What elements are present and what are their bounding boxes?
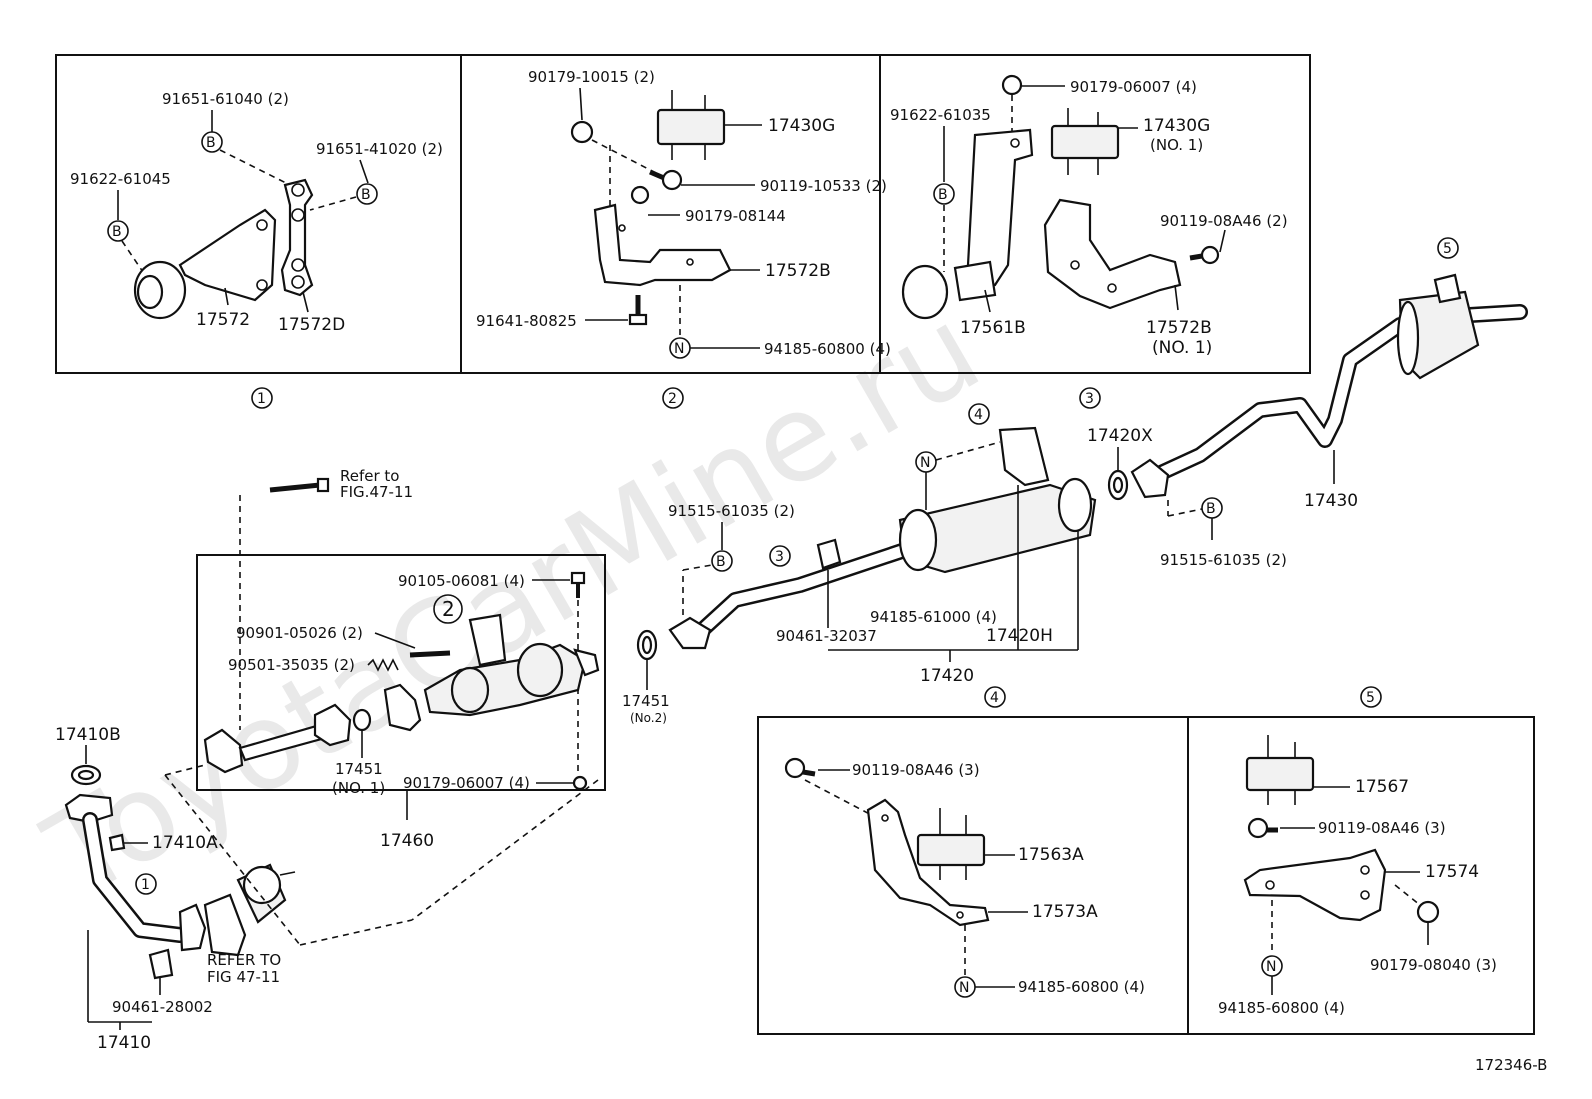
svg-text:2: 2 bbox=[668, 391, 677, 407]
svg-text:5: 5 bbox=[1366, 690, 1375, 706]
callout-b: B bbox=[716, 554, 726, 570]
mount-17563a bbox=[916, 833, 986, 867]
bracket-17573a bbox=[866, 798, 990, 927]
label-90179-08040: 90179-08040 (3) bbox=[1370, 956, 1497, 974]
label-90179-10015: 90179-10015 (2) bbox=[528, 68, 655, 86]
bracket-17572 bbox=[178, 208, 277, 302]
callout-n: N bbox=[1266, 959, 1276, 975]
callout-n: N bbox=[920, 455, 930, 471]
svg-text:3: 3 bbox=[775, 549, 784, 565]
mount-17430g bbox=[656, 108, 726, 146]
label-94185-60800-p4: 94185-60800 (4) bbox=[1018, 978, 1145, 996]
label-90179-06007-main: 90179-06007 (4) bbox=[403, 774, 530, 792]
label-90119-08a46-p3: 90119-08A46 (2) bbox=[1160, 212, 1288, 230]
callout-n: N bbox=[674, 341, 684, 357]
callout-circled-2: 2 bbox=[442, 597, 455, 621]
label-90461-32037: 90461-32037 bbox=[776, 627, 877, 645]
label-17420h: 17420H bbox=[986, 626, 1053, 646]
label-90501-35035: 90501-35035 (2) bbox=[228, 656, 355, 674]
main-assembly: Refer to FIG.47-11 90105-06081 (4) 2 909… bbox=[55, 237, 1528, 1053]
hanger-17420h bbox=[998, 426, 1050, 487]
svg-text:4: 4 bbox=[990, 690, 999, 706]
label-17572: 17572 bbox=[196, 310, 250, 330]
callout-n: N bbox=[959, 980, 969, 996]
label-fig-caps: FIG 47-11 bbox=[207, 968, 280, 986]
bracket-17572b-no1 bbox=[1043, 198, 1182, 310]
label-90119-08a46-p5: 90119-08A46 (3) bbox=[1318, 819, 1446, 837]
label-17410a: 17410A bbox=[152, 833, 218, 853]
label-17430g: 17430G bbox=[768, 116, 835, 136]
panel-3: 90179-06007 (4) 91622-61035 B 17561B 174… bbox=[890, 74, 1288, 358]
label-17451-no1: 17451 bbox=[335, 760, 383, 778]
label-90119-10533: 90119-10533 (2) bbox=[760, 177, 887, 195]
label-refer-caps: REFER TO bbox=[207, 951, 281, 969]
label-90461-28002: 90461-28002 bbox=[112, 998, 213, 1016]
label-91515-61035-b: 91515-61035 (2) bbox=[1160, 551, 1287, 569]
label-17451-no2: 17451 bbox=[622, 692, 670, 710]
label-17567: 17567 bbox=[1355, 777, 1409, 797]
label-91651-61040: 91651-61040 (2) bbox=[162, 90, 289, 108]
label-94185-60800: 94185-60800 (4) bbox=[764, 340, 891, 358]
bottom-panels: 4 5 bbox=[757, 686, 1535, 1035]
label-90901-05026: 90901-05026 (2) bbox=[236, 624, 363, 642]
label-17410b: 17410B bbox=[55, 725, 121, 745]
panel-4: 90119-08A46 (3) 17563A 17573A N 94185-60… bbox=[784, 757, 1145, 998]
label-17420x: 17420X bbox=[1087, 426, 1153, 446]
label-17430g-no1: 17430G bbox=[1143, 116, 1210, 136]
callout-b: B bbox=[206, 135, 216, 151]
top-panels bbox=[55, 54, 1311, 374]
callout-b: B bbox=[361, 187, 371, 203]
label-94185-61000: 94185-61000 (4) bbox=[870, 608, 997, 626]
label-91515-61035-a: 91515-61035 (2) bbox=[668, 502, 795, 520]
svg-text:1: 1 bbox=[257, 391, 266, 407]
panel-2: 90179-10015 (2) 17430G 90119-10533 (2) 9… bbox=[476, 68, 891, 359]
label-91622-61035: 91622-61035 bbox=[890, 106, 991, 124]
label-17410: 17410 bbox=[97, 1033, 151, 1053]
label-17563a: 17563A bbox=[1018, 845, 1084, 865]
callout-b: B bbox=[938, 187, 948, 203]
panel-5: 17567 90119-08A46 (3) 17574 90179-08040 … bbox=[1218, 735, 1497, 1017]
label-90105-06081: 90105-06081 (4) bbox=[398, 572, 525, 590]
label-17451-no1-sub: (NO. 1) bbox=[332, 779, 385, 797]
watermark: ToyotaCarMine.ru bbox=[24, 281, 1002, 926]
label-17572d: 17572D bbox=[278, 315, 345, 335]
label-90119-08a46-p4: 90119-08A46 (3) bbox=[852, 761, 980, 779]
label-90179-08144: 90179-08144 bbox=[685, 207, 786, 225]
svg-text:1: 1 bbox=[141, 877, 150, 893]
label-no1-a: (NO. 1) bbox=[1150, 136, 1203, 154]
label-17430: 17430 bbox=[1304, 491, 1358, 511]
label-91651-41020: 91651-41020 (2) bbox=[316, 140, 443, 158]
svg-text:3: 3 bbox=[1085, 391, 1094, 407]
label-90179-06007-top: 90179-06007 (4) bbox=[1070, 78, 1197, 96]
panel-refs: 1 2 3 bbox=[251, 387, 1101, 409]
panel-1: 91651-61040 (2) B 91651-41020 (2) B 9162… bbox=[70, 90, 443, 335]
label-94185-60800-p5: 94185-60800 (4) bbox=[1218, 999, 1345, 1017]
mount-17567 bbox=[1245, 756, 1315, 792]
label-17572b: 17572B bbox=[765, 261, 831, 281]
label-17574: 17574 bbox=[1425, 862, 1479, 882]
callout-b: B bbox=[112, 224, 122, 240]
figure-code: 172346-B bbox=[1475, 1056, 1547, 1074]
flange-17460 bbox=[383, 683, 422, 732]
label-17573a: 17573A bbox=[1032, 902, 1098, 922]
mount-17430g-no1 bbox=[1050, 124, 1120, 160]
svg-text:5: 5 bbox=[1443, 241, 1452, 257]
bracket-17574 bbox=[1243, 848, 1387, 922]
bracket-17561b bbox=[966, 128, 1034, 287]
label-17451-no2-sub: (No.2) bbox=[630, 711, 667, 725]
svg-text:4: 4 bbox=[974, 407, 983, 423]
label-no1-b: (NO. 1) bbox=[1152, 338, 1212, 358]
label-17572b-no1: 17572B bbox=[1146, 318, 1212, 338]
label-17420: 17420 bbox=[920, 666, 974, 686]
label-91641-80825: 91641-80825 bbox=[476, 312, 577, 330]
label-17460: 17460 bbox=[380, 831, 434, 851]
callout-b: B bbox=[1206, 501, 1216, 517]
label-91622-61045: 91622-61045 bbox=[70, 170, 171, 188]
label-fig-ref: FIG.47-11 bbox=[340, 483, 413, 501]
label-refer-to: Refer to bbox=[340, 467, 399, 485]
label-17561b: 17561B bbox=[960, 318, 1026, 338]
